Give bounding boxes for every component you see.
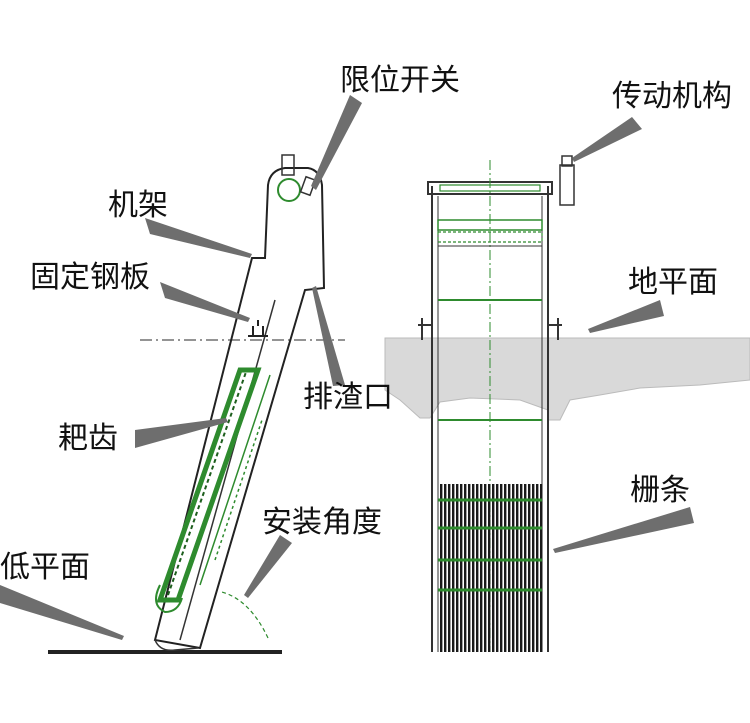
- grid-bar: [536, 484, 539, 652]
- label-drive-mechanism: 传动机构: [612, 79, 732, 114]
- side-motor: [281, 154, 295, 176]
- pointers: [0, 95, 694, 640]
- grid-bar: [528, 484, 531, 652]
- grid-bar: [488, 484, 491, 652]
- pointer-rake-teeth: [135, 418, 228, 448]
- grid-bar: [512, 484, 515, 652]
- install-angle-arc: [221, 591, 269, 639]
- grid-bar: [440, 484, 443, 652]
- ground-block: [384, 337, 750, 421]
- cross-members: [437, 219, 543, 421]
- grid-bar: [444, 484, 447, 652]
- top-sprocket: [277, 178, 301, 202]
- label-fixed-plate: 固定钢板: [30, 260, 150, 295]
- frame-inner-guide: [179, 299, 276, 641]
- drive-motor: [559, 164, 575, 206]
- grid-bars: [440, 484, 543, 652]
- grid-bar: [540, 484, 543, 652]
- frame-outline: [153, 167, 326, 650]
- grid-bar: [452, 484, 455, 652]
- pointer-drive: [572, 117, 642, 162]
- grid-bar: [472, 484, 475, 652]
- label-bottom-level: 低平面: [0, 550, 90, 585]
- label-rake-teeth: 耙齿: [58, 421, 118, 456]
- label-frame: 机架: [108, 188, 168, 223]
- pointer-discharge: [312, 286, 345, 386]
- pointer-bottom-level: [0, 585, 124, 640]
- grid-bar: [504, 484, 507, 652]
- fixed-plate-mark: [248, 320, 268, 337]
- label-ground-level: 地平面: [628, 265, 718, 300]
- grid-bar: [480, 484, 483, 652]
- grid-bar: [468, 484, 471, 652]
- grid-bar: [500, 484, 503, 652]
- label-install-angle: 安装角度: [262, 505, 382, 540]
- grid-bar: [484, 484, 487, 652]
- pointer-install-angle: [244, 535, 292, 598]
- grid-bar: [516, 484, 519, 652]
- label-discharge-outlet: 排渣口: [303, 380, 393, 415]
- grid-bar: [492, 484, 495, 652]
- grid-bar: [476, 484, 479, 652]
- grid-bar: [496, 484, 499, 652]
- pointer-limit-switch: [311, 95, 362, 190]
- grid-bar: [524, 484, 527, 652]
- label-grid-bars: 栅条: [630, 473, 690, 508]
- pointer-frame: [145, 218, 252, 258]
- pointer-ground: [588, 300, 664, 333]
- drive-motor-cap: [561, 155, 573, 167]
- limit-switch-body: [299, 175, 317, 197]
- right-support: [548, 318, 562, 340]
- side-view: [48, 154, 345, 654]
- grid-bar: [532, 484, 535, 652]
- grid-bar: [508, 484, 511, 652]
- pointer-fixed-plate: [160, 282, 250, 322]
- front-view: [384, 155, 750, 652]
- pointer-grid-bars: [553, 507, 694, 553]
- grid-bar: [448, 484, 451, 652]
- grid-bar: [460, 484, 463, 652]
- label-limit-switch: 限位开关: [340, 63, 460, 98]
- grid-bar: [464, 484, 467, 652]
- bottom-sprocket: [155, 584, 183, 614]
- rake-chain: [156, 367, 271, 603]
- grid-bar: [456, 484, 459, 652]
- left-support: [418, 318, 432, 340]
- grid-bar: [520, 484, 523, 652]
- bottom-boot: [154, 639, 199, 652]
